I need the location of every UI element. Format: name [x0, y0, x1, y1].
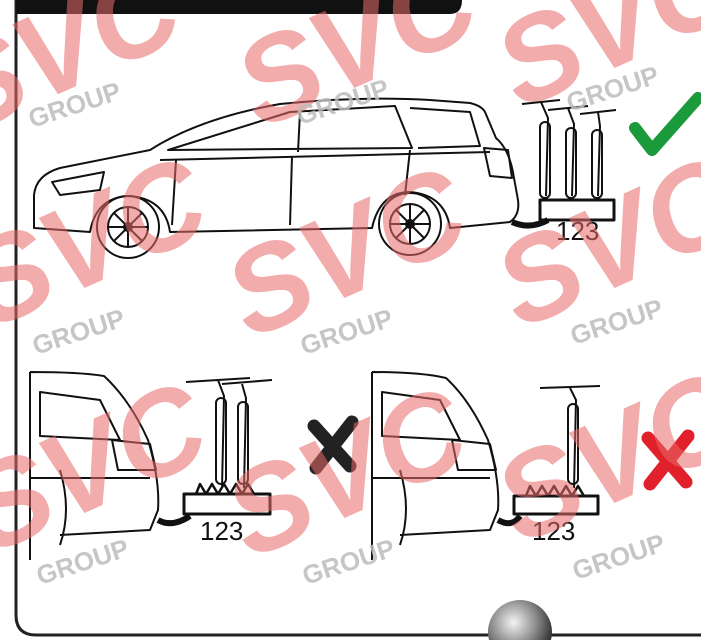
- watermark-brand: SVC: [476, 345, 701, 569]
- tow-ball-icon: [488, 600, 552, 640]
- watermark-brand: SVC: [216, 0, 498, 154]
- tow-bar-left: [158, 516, 190, 523]
- watermark-layer: SVC GROUP SVC GROUP SVC GROUP SVC GROUP …: [0, 0, 701, 591]
- car-beltline: [160, 152, 490, 160]
